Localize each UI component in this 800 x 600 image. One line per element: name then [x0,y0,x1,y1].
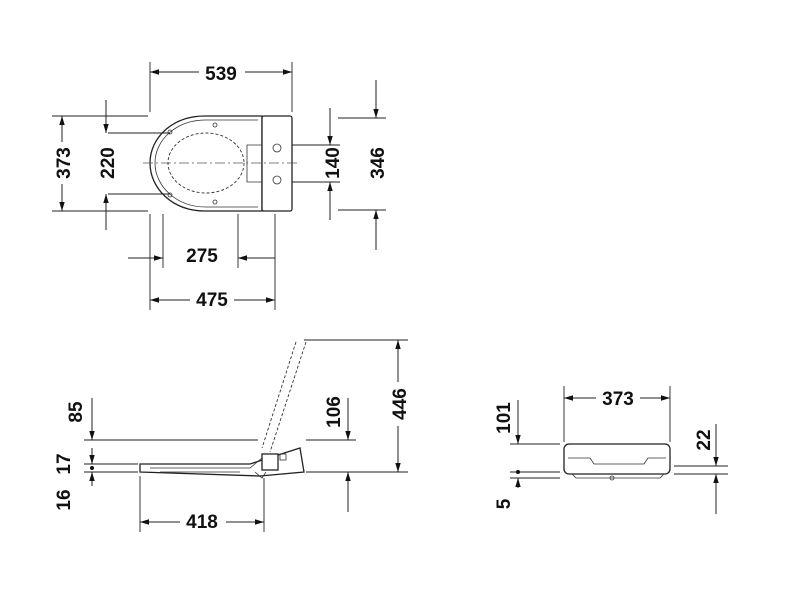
front-view: 373 101 5 22 [494,386,728,514]
dim-346: 346 [368,147,389,179]
side-view: 85 17 16 418 106 446 [54,339,411,533]
top-view-seat [143,115,300,212]
dim-418: 418 [186,512,218,533]
dim-220: 220 [98,147,119,179]
dim-475: 475 [196,290,228,311]
dim-275: 275 [186,246,218,267]
dim-5: 5 [494,498,515,509]
dim-16: 16 [54,489,75,510]
dim-373-front: 373 [602,389,634,410]
dim-140: 140 [323,147,344,179]
dim-22: 22 [694,429,715,450]
side-view-seat [139,341,307,479]
front-view-seat [563,443,671,481]
dim-17: 17 [54,453,75,474]
dim-85: 85 [66,401,87,423]
dim-106: 106 [324,396,345,428]
dim-373-top: 373 [54,147,75,179]
dim-446: 446 [390,388,411,420]
dim-539: 539 [205,64,237,85]
top-view: 539 373 220 140 346 275 [52,62,389,311]
dim-101: 101 [494,402,515,434]
